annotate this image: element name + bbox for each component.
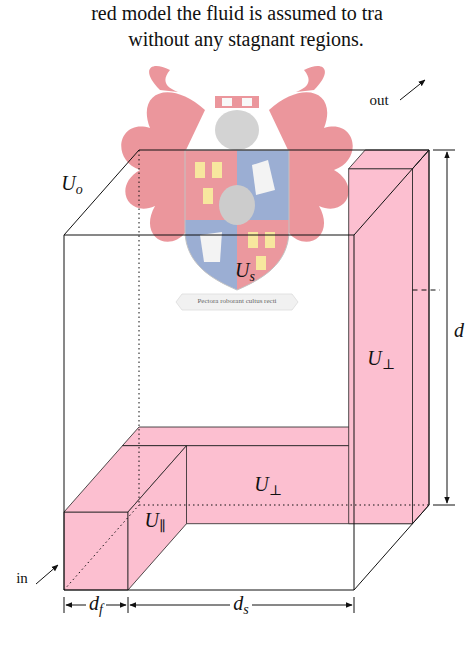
region-symbol: U⊥	[254, 473, 282, 499]
dimension-label: df	[86, 592, 106, 618]
region-symbol: Uo	[61, 172, 82, 198]
body-text: without any stagnant regions.	[128, 28, 364, 50]
body-text: red model the fluid is assumed to tra	[91, 2, 383, 24]
region-symbol: Us	[235, 259, 255, 285]
dashed-guide	[413, 290, 441, 291]
outlet-label: out	[369, 92, 388, 109]
flow-arrows	[36, 80, 425, 584]
inlet-label: in	[16, 570, 28, 587]
dimension-label: d	[454, 319, 464, 341]
dimension-label: ds	[230, 592, 251, 618]
hidden-edges	[64, 150, 429, 590]
cube-outline	[64, 150, 429, 590]
dimension-lines	[64, 150, 455, 613]
flow-channel	[64, 150, 429, 590]
region-symbol: U⊥	[367, 347, 395, 373]
region-symbol: U∥	[145, 509, 166, 535]
crest-motto: Pectora roborant cultus recti	[197, 298, 276, 306]
